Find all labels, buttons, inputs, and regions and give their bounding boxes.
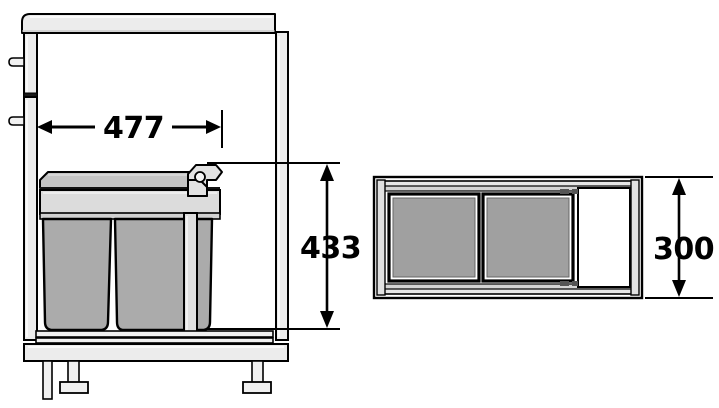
hinge-pin-upper — [8, 57, 25, 67]
width-dimension-label: 477 — [103, 111, 164, 146]
countertop — [21, 13, 276, 34]
depth-dimension-label: 300 — [653, 232, 714, 267]
latch-pivot-pin — [194, 171, 206, 183]
leg-post-outer-left — [42, 360, 53, 400]
plan-carrier-brackets — [560, 189, 578, 286]
pullout-guide-rail — [183, 212, 198, 334]
front-section-view: 477 433 — [8, 13, 362, 400]
plan-bin-right — [481, 192, 575, 283]
cabinet-bottom-panel — [23, 343, 289, 362]
plan-open-compartment — [577, 187, 631, 288]
bin-lid-top — [39, 171, 199, 189]
left-side-panel-upper — [23, 32, 38, 97]
plan-bin-left — [387, 192, 481, 283]
plan-view: 300 — [372, 175, 715, 300]
hinge-pin-lower — [8, 116, 25, 126]
cabinet-legs — [42, 360, 272, 400]
right-side-panel — [275, 31, 289, 341]
left-side-panel-lower — [23, 96, 38, 341]
plan-right-post — [630, 179, 640, 296]
runner-rails — [35, 330, 274, 344]
waste-bin-left — [41, 217, 113, 332]
leg-foot-right — [242, 381, 272, 394]
leg-foot-left — [59, 381, 89, 394]
depth-dimension-300: 300 — [645, 176, 715, 299]
latch-handle — [187, 164, 223, 197]
height-dimension-433: 433 — [207, 162, 362, 330]
height-dimension-label: 433 — [300, 231, 361, 266]
plan-left-post — [376, 179, 386, 296]
width-dimension-477: 477 — [37, 110, 223, 148]
